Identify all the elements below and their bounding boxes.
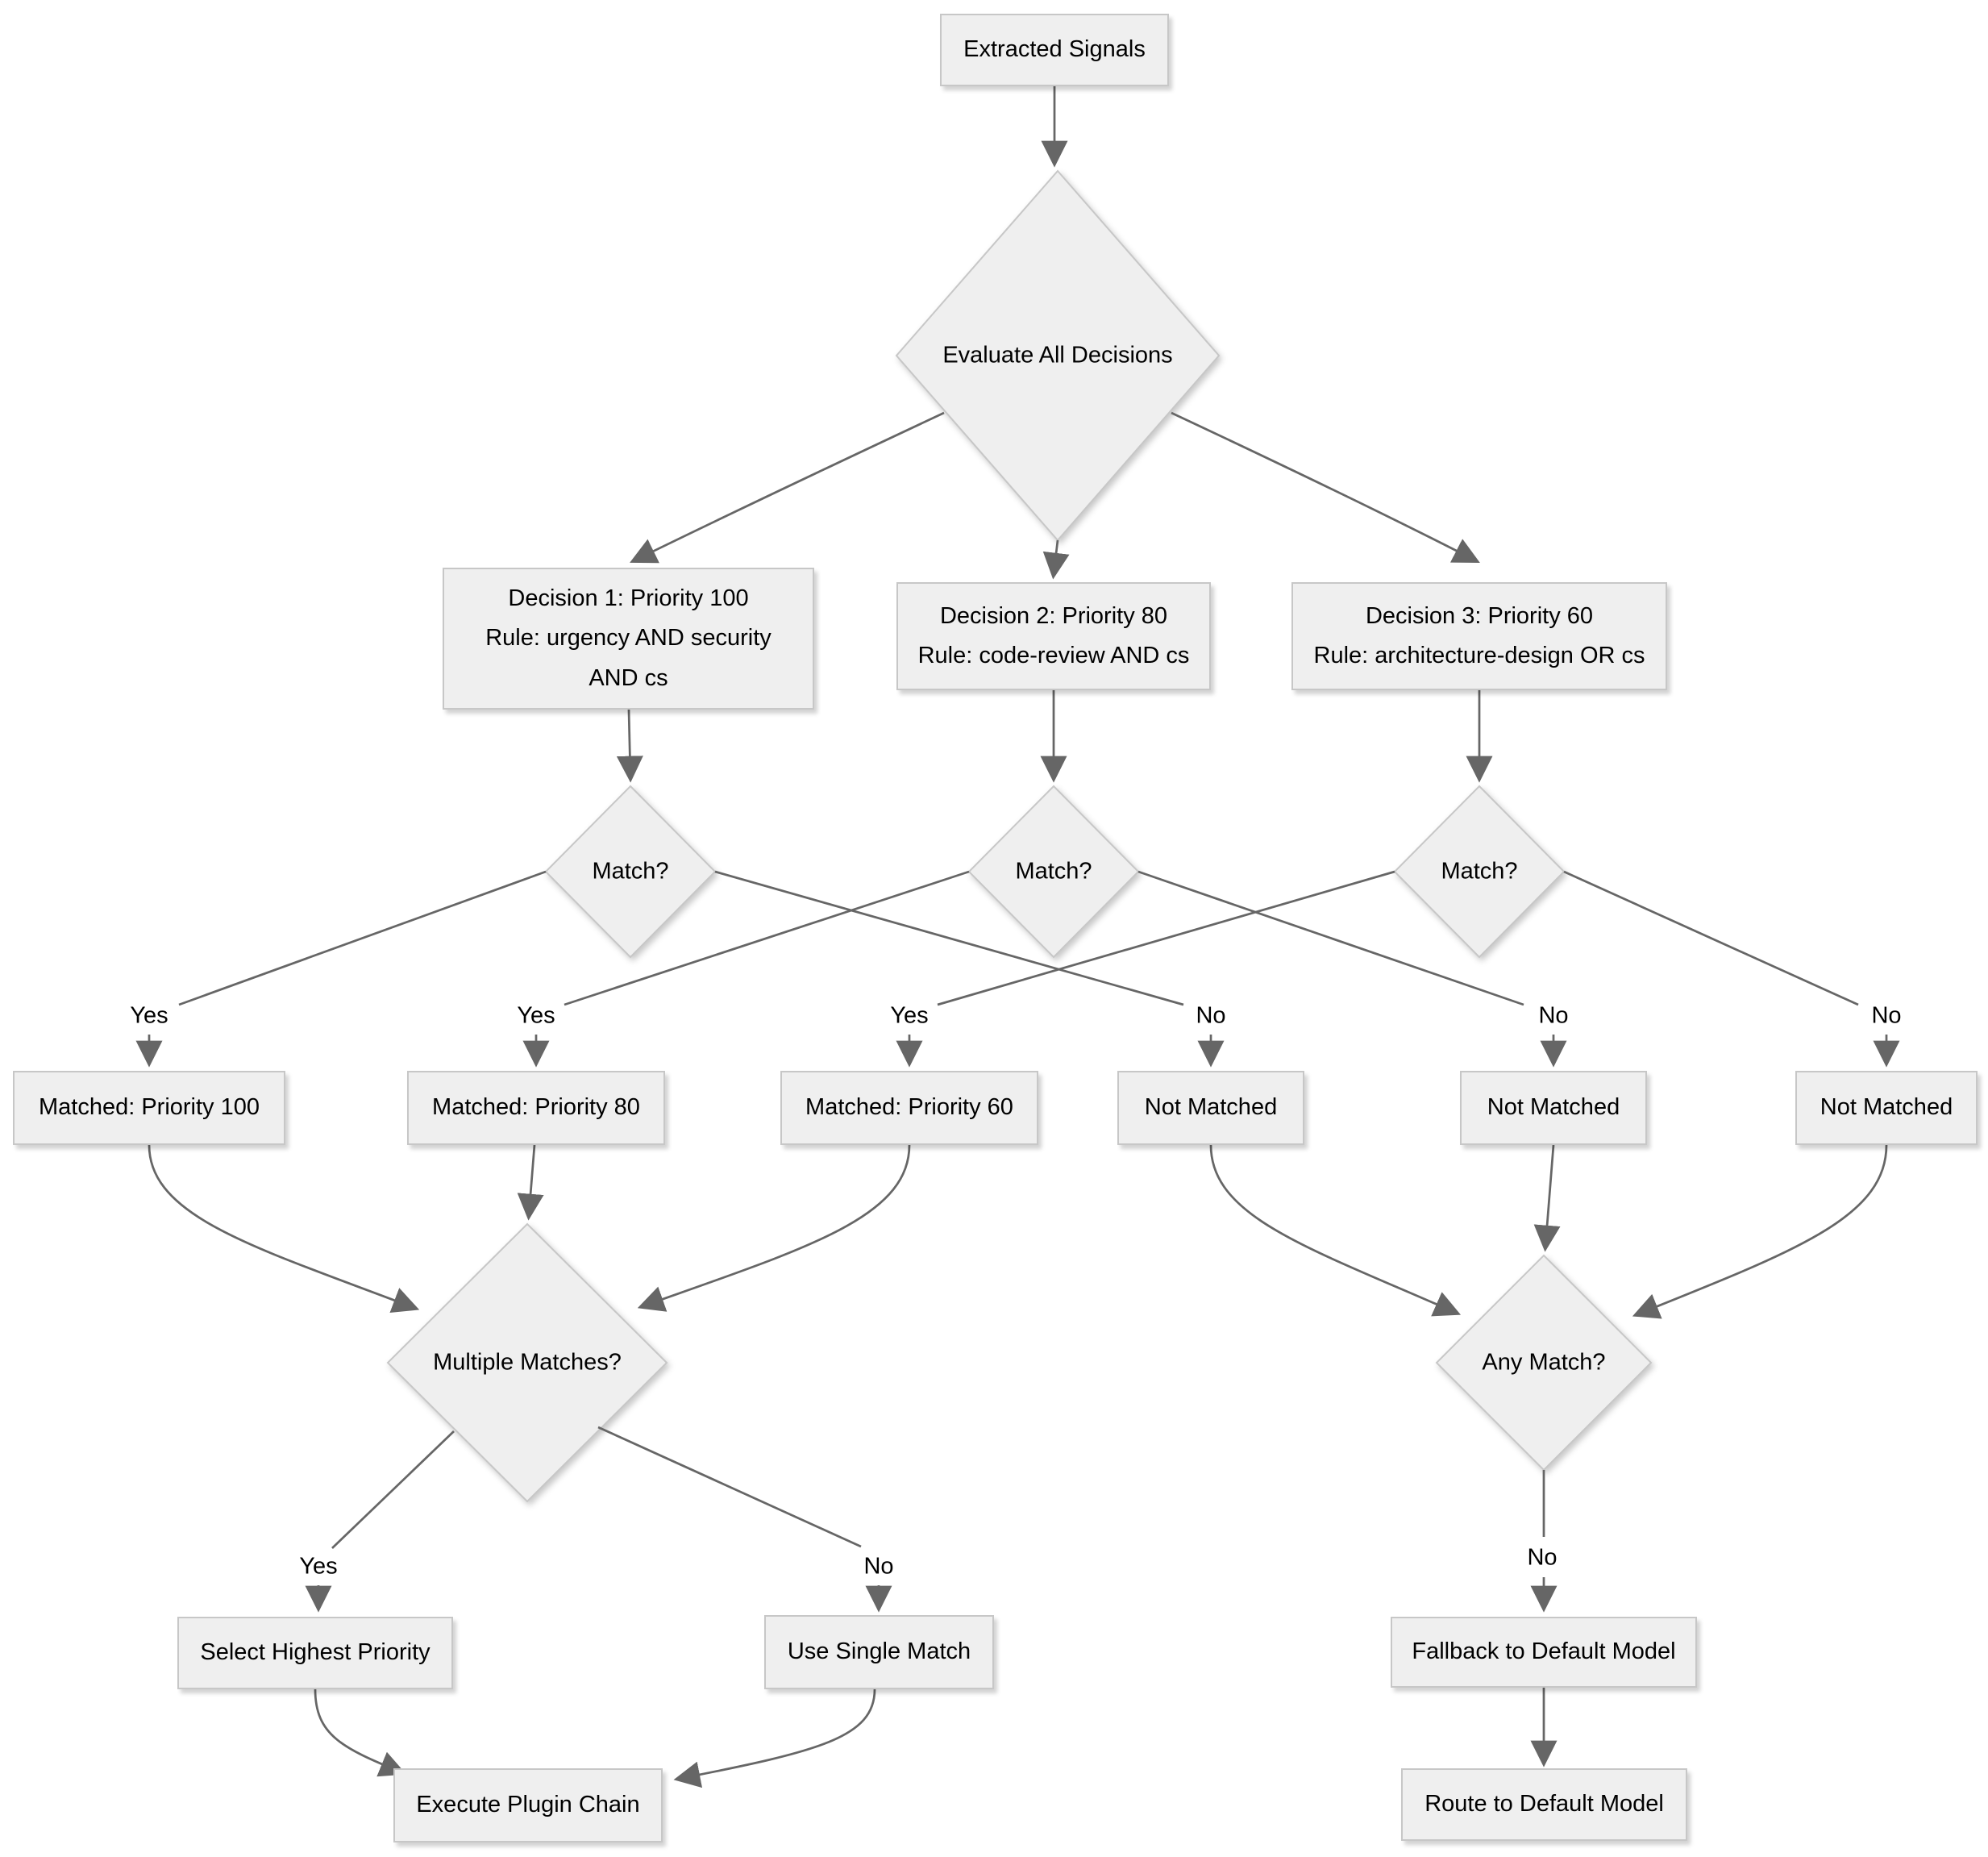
edge-evaluate-to-decision1 [630,411,945,564]
node-label: Matched: Priority 60 [805,1094,1013,1121]
node-label: Not Matched [1144,1094,1278,1121]
node-multiple-matches: Multiple Matches? [433,1349,622,1376]
edge-label-match1-no: No [1192,1002,1229,1030]
edge-label-match2-no: No [1535,1002,1572,1030]
node-route-to-default-model: Route to Default Model [1401,1768,1687,1841]
edge-evaluate-to-decision3 [1171,411,1480,564]
edge-multiple-yes-diag [331,1430,455,1549]
node-fallback-to-default-model: Fallback to Default Model [1391,1617,1697,1688]
node-not-matched-1: Not Matched [1117,1071,1304,1145]
node-matched-priority-80: Matched: Priority 80 [407,1071,665,1145]
node-decision-2: Decision 2: Priority 80 Rule: code-revie… [896,582,1211,690]
edge-match1-no-diag [714,870,1184,1006]
edge-notmatched3-to-any [1632,1144,1888,1319]
edge-match2-yes-diag [564,870,970,1006]
diamond-multiple-matches [386,1222,668,1503]
edge-notmatched2-to-any [1533,1144,1561,1252]
node-match-2: Match? [1015,858,1092,885]
node-label: Extracted Signals [963,36,1146,63]
edge-notmatched1-to-any [1209,1144,1462,1317]
edge-match3-yes-diag [937,870,1395,1006]
edge-label-any-no: No [1524,1544,1561,1572]
node-decision-1: Decision 1: Priority 100 Rule: urgency A… [443,568,814,710]
node-match-3: Match? [1441,858,1518,885]
diamond-match-2 [967,785,1140,959]
node-label: Select Highest Priority [200,1639,430,1666]
node-evaluate-all-decisions: Evaluate All Decisions [942,342,1173,368]
diamond-match-3 [1393,785,1566,959]
node-decision-3: Decision 3: Priority 60 Rule: architectu… [1291,582,1667,690]
edge-usesingle-to-execute [673,1688,876,1788]
node-label: Fallback to Default Model [1412,1638,1676,1665]
edge-label-match3-no: No [1868,1002,1905,1030]
node-not-matched-3: Not Matched [1795,1071,1978,1145]
edge-label-multiple-no: No [860,1553,897,1580]
node-match-1: Match? [592,858,669,885]
edge-label-match3-yes: Yes [887,1002,932,1030]
edge-evaluate-to-decision2 [1042,539,1070,580]
node-label: Execute Plugin Chain [416,1792,640,1818]
edge-select-to-execute [314,1688,407,1777]
node-label: Matched: Priority 80 [432,1094,640,1121]
edge-decision1-to-match1 [616,709,643,783]
node-label: Not Matched [1487,1094,1620,1121]
edge-label-match1-yes: Yes [127,1002,172,1030]
edge-match1-yes-diag [178,870,547,1006]
node-label: Not Matched [1820,1094,1953,1121]
node-label: Decision 2: Priority 80 Rule: code-revie… [917,602,1190,668]
node-label: Matched: Priority 100 [38,1094,260,1121]
edge-match3-no-diag [1563,870,1859,1006]
edge-matched80-to-multiple [517,1144,544,1221]
node-label: Decision 1: Priority 100 Rule: urgency A… [485,585,771,691]
node-matched-priority-60: Matched: Priority 60 [780,1071,1038,1145]
node-label: Use Single Match [787,1638,971,1665]
node-execute-plugin-chain: Execute Plugin Chain [393,1768,663,1842]
node-use-single-match: Use Single Match [764,1615,994,1689]
edge-matched100-to-multiple [148,1144,420,1314]
edge-matched60-to-multiple [637,1144,911,1312]
edge-label-multiple-yes: Yes [296,1553,341,1580]
node-label: Route to Default Model [1424,1791,1664,1817]
edge-multiple-no-diag [597,1426,862,1548]
edge-match2-no-diag [1137,870,1524,1006]
edge-label-match2-yes: Yes [514,1002,559,1030]
diamond-match-1 [544,785,717,959]
node-select-highest-priority: Select Highest Priority [177,1617,453,1689]
node-matched-priority-100: Matched: Priority 100 [13,1071,285,1145]
node-not-matched-2: Not Matched [1460,1071,1647,1145]
node-extracted-signals: Extracted Signals [940,14,1169,86]
node-label: Decision 3: Priority 60 Rule: architectu… [1313,602,1645,668]
node-any-match: Any Match? [1482,1349,1606,1376]
